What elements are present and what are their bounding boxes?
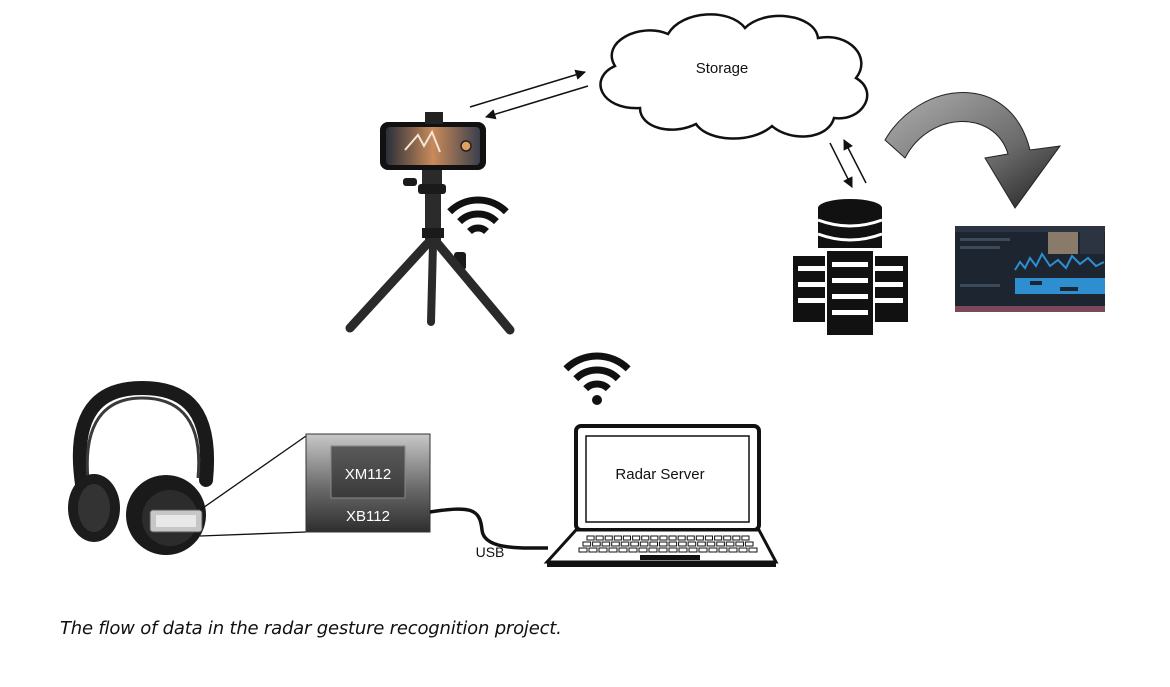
keyboard-key: [620, 541, 630, 547]
laptop-label: Radar Server: [615, 466, 704, 483]
keyboard-key: [668, 547, 678, 553]
keyboard-key: [586, 535, 595, 541]
keyboard-key: [659, 535, 668, 541]
headphones-icon: [68, 380, 215, 555]
phone-tripod-icon: [345, 112, 515, 335]
usb-label: USB: [476, 544, 505, 560]
keyboard-key: [728, 547, 738, 553]
phone-storage-arrows: [469, 69, 589, 120]
keyboard-key: [697, 541, 706, 547]
keyboard-key: [678, 541, 687, 547]
keyboard-key: [641, 535, 650, 541]
keyboard-key: [687, 541, 697, 547]
keyboard-key: [714, 535, 723, 541]
keyboard-key: [706, 541, 716, 547]
keyboard-key: [658, 541, 668, 547]
zoom-lines: [199, 435, 307, 537]
keyboard-key: [658, 547, 668, 553]
keyboard-key: [735, 541, 745, 547]
keyboard-key: [677, 535, 686, 541]
database-server-icon: [793, 199, 908, 337]
keyboard-key: [588, 547, 598, 553]
keyboard-key: [723, 535, 732, 541]
laptop-icon: Radar Server: [543, 424, 779, 567]
dashboard-thumbnail: [955, 226, 1105, 312]
keyboard-key: [639, 541, 649, 547]
keyboard-key: [668, 541, 678, 547]
keyboard-key: [668, 535, 677, 541]
storage-server-arrows: [829, 139, 867, 188]
keyboard-key: [732, 535, 741, 541]
figure-caption: The flow of data in the radar gesture re…: [60, 618, 562, 639]
keyboard-key: [595, 535, 604, 541]
keyboard-key: [648, 547, 658, 553]
keyboard-key: [592, 541, 601, 547]
keyboard-key: [716, 541, 725, 547]
keyboard-key: [613, 535, 622, 541]
keyboard-key: [628, 547, 638, 553]
keyboard-key: [630, 541, 639, 547]
wifi-laptop-icon: [563, 352, 631, 405]
keyboard-key: [582, 541, 592, 547]
keyboard-key: [698, 547, 708, 553]
keyboard-key: [632, 535, 641, 541]
keyboard-key: [725, 541, 735, 547]
keyboard-key: [738, 547, 748, 553]
keyboard-key: [608, 547, 618, 553]
keyboard-key: [688, 547, 698, 553]
chip-bottom-label: XB112: [346, 508, 390, 525]
keyboard-key: [704, 535, 714, 541]
keyboard-key: [598, 547, 608, 553]
keyboard-key: [638, 547, 648, 553]
keyboard-key: [695, 535, 704, 541]
keyboard-key: [578, 547, 588, 553]
keyboard-key: [741, 535, 750, 541]
keyboard-key: [718, 547, 728, 553]
keyboard-key: [744, 541, 754, 547]
usb-cable: USB: [429, 507, 549, 560]
curved-arrow-icon: [884, 92, 1062, 209]
keyboard-key: [686, 535, 695, 541]
keyboard-key: [618, 547, 628, 553]
storage-cloud: Storage: [599, 13, 869, 140]
keyboard-key: [678, 547, 688, 553]
storage-label: Storage: [696, 60, 749, 77]
keyboard-key: [601, 541, 611, 547]
radar-chip: XM112 XB112: [305, 433, 431, 533]
keyboard-key: [622, 535, 632, 541]
keyboard-key: [748, 547, 758, 553]
keyboard-key: [611, 541, 620, 547]
keyboard-key: [649, 541, 659, 547]
keyboard-key: [650, 535, 659, 541]
chip-top-label: XM112: [345, 466, 391, 483]
keyboard-key: [604, 535, 613, 541]
wifi-phone-icon: [447, 196, 509, 235]
keyboard-key: [708, 547, 718, 553]
